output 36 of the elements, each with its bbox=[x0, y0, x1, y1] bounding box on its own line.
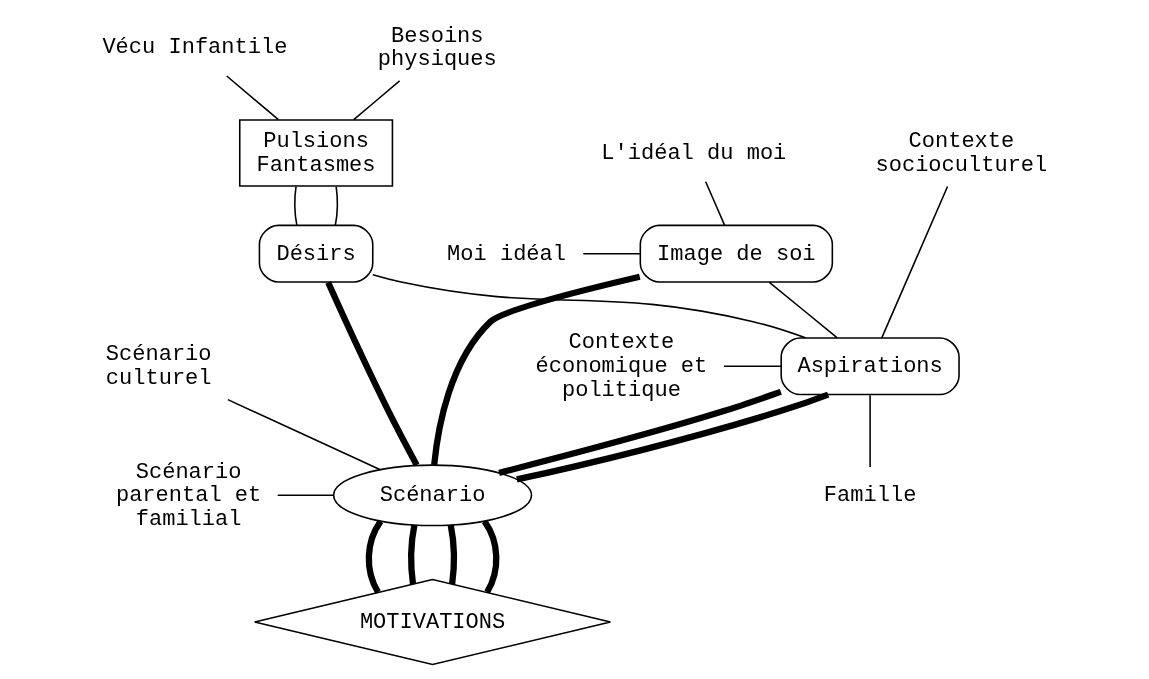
node-text: Moi idéal bbox=[446, 241, 566, 267]
node-text: Contexte socioculturel bbox=[875, 129, 1047, 178]
connector bbox=[768, 281, 838, 339]
connector bbox=[371, 274, 806, 339]
connector bbox=[225, 75, 279, 121]
connector bbox=[430, 273, 640, 466]
connector bbox=[481, 519, 499, 594]
connector bbox=[334, 185, 338, 226]
connector bbox=[365, 519, 383, 594]
connector bbox=[497, 388, 782, 476]
connector bbox=[352, 80, 400, 121]
node-ellipse: Scénario bbox=[332, 464, 532, 527]
connector bbox=[276, 494, 334, 497]
node-text: L'idéal du moi bbox=[600, 140, 786, 166]
node-diamond: MOTIVATIONS bbox=[253, 578, 611, 666]
node-text: Scénario parental et familial bbox=[115, 459, 261, 532]
node-box: Désirs bbox=[258, 224, 374, 283]
node-box: Pulsions Fantasmes bbox=[238, 119, 393, 187]
connector bbox=[582, 252, 641, 255]
connector bbox=[226, 398, 381, 471]
node-text: Besoins physiques bbox=[377, 23, 497, 73]
node-text: Vécu Infantile bbox=[101, 35, 287, 61]
node-box: Image de soi bbox=[639, 224, 833, 283]
connector bbox=[704, 180, 725, 226]
connector bbox=[324, 281, 419, 467]
connector bbox=[293, 185, 298, 226]
node-text: Scénario culturel bbox=[105, 342, 212, 391]
node-text: Contexte économique et politique bbox=[535, 330, 707, 403]
connector bbox=[880, 185, 948, 339]
connector bbox=[515, 391, 829, 483]
connector bbox=[407, 524, 418, 585]
connector bbox=[722, 365, 782, 368]
node-box: Aspirations bbox=[779, 337, 960, 396]
connector bbox=[868, 394, 871, 468]
connector bbox=[447, 524, 457, 585]
node-text: Famille bbox=[823, 483, 916, 509]
